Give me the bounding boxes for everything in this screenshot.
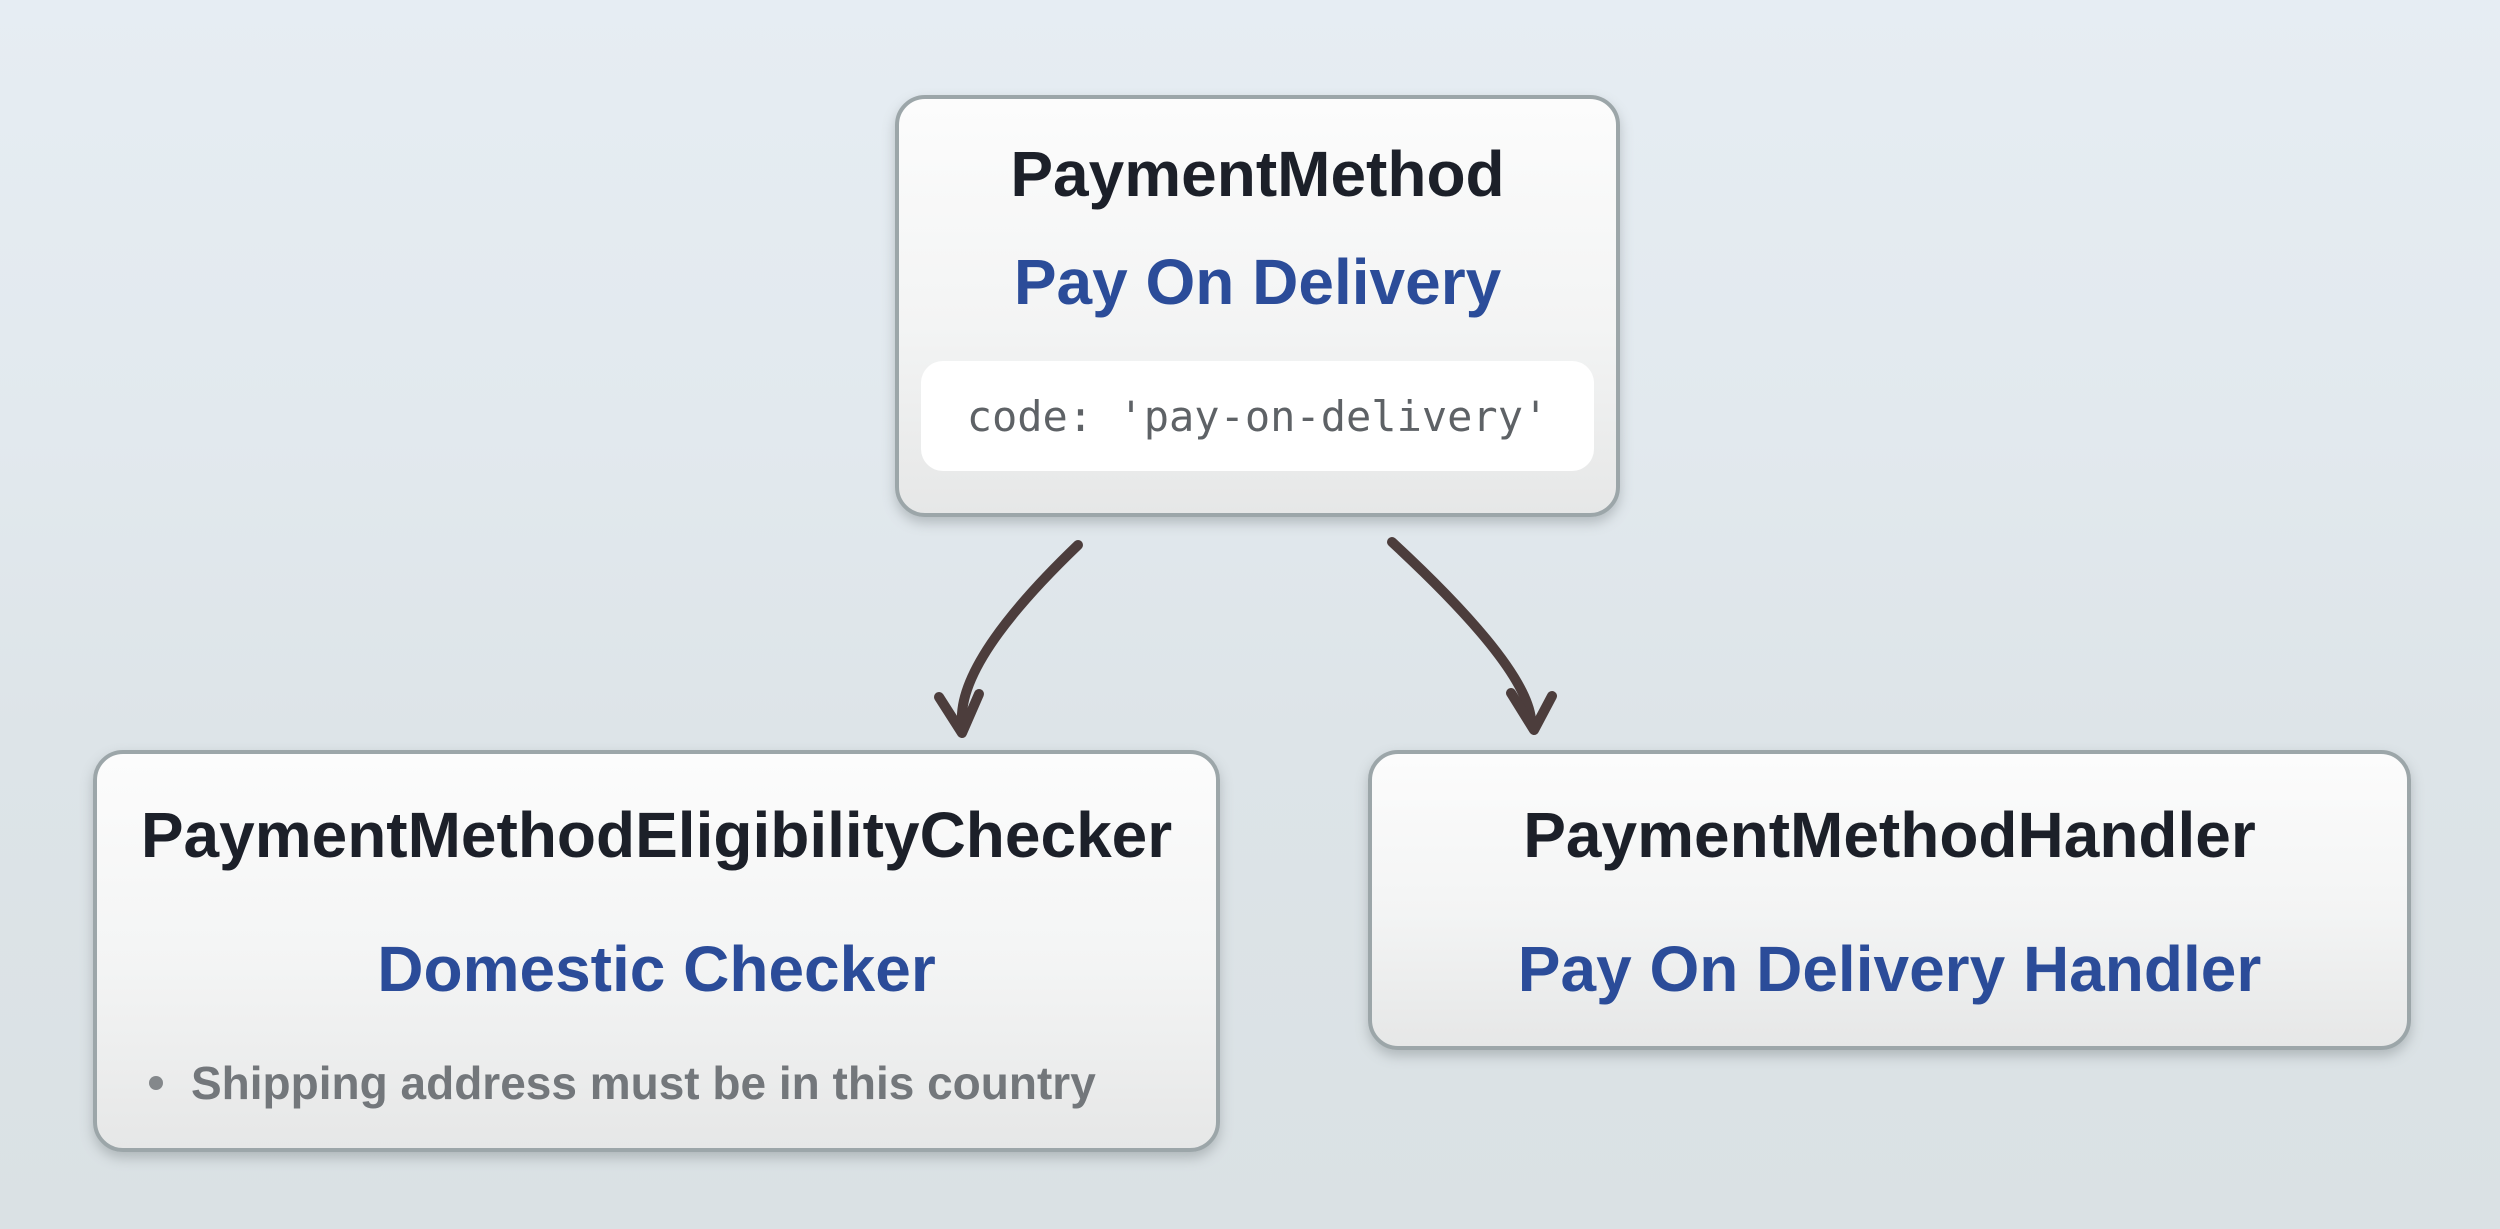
payment-method-code-pill: code: 'pay-on-delivery' [921, 361, 1594, 471]
arrow-to-handler-shaft [1387, 537, 1536, 724]
handler-node: PaymentMethodHandler Pay On Delivery Han… [1368, 750, 2411, 1050]
arrow-to-eligibility-checker-head-icon [934, 689, 984, 738]
arrow-to-handler-head-icon [1506, 688, 1557, 735]
handler-instance-name: Pay On Delivery Handler [1517, 933, 2262, 1005]
payment-method-code-text: code: 'pay-on-delivery' [966, 391, 1549, 441]
eligibility-rule-text: Shipping address must be in this country [191, 1057, 1096, 1109]
handler-class-name: PaymentMethodHandler [1523, 799, 2256, 871]
eligibility-checker-node: PaymentMethodEligibilityChecker Domestic… [93, 750, 1220, 1152]
payment-method-class-name: PaymentMethod [1010, 138, 1505, 210]
bullet-dot-icon [149, 1076, 163, 1090]
eligibility-checker-class-name: PaymentMethodEligibilityChecker [140, 799, 1173, 871]
eligibility-rule-item: Shipping address must be in this country [97, 1058, 1216, 1108]
arrow-to-eligibility-checker-shaft [956, 540, 1083, 727]
payment-method-instance-name: Pay On Delivery [1013, 246, 1502, 318]
eligibility-checker-instance-name: Domestic Checker [377, 933, 936, 1005]
payment-method-node: PaymentMethod Pay On Delivery code: 'pay… [895, 95, 1620, 517]
